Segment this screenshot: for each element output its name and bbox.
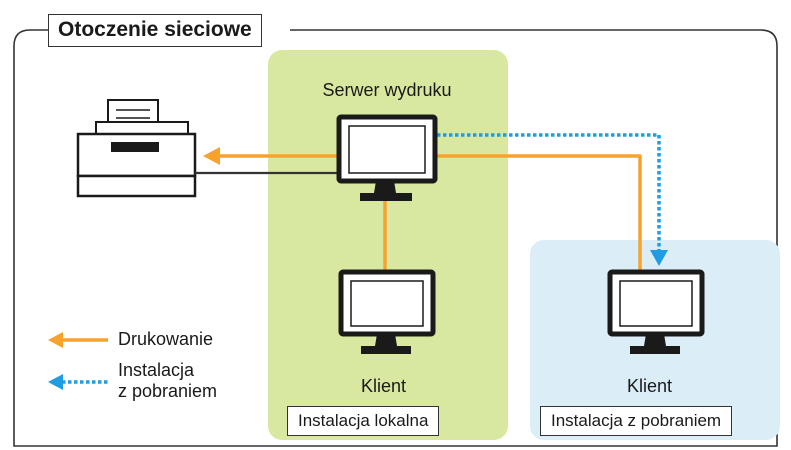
remote-client-label: Klient [627, 376, 673, 396]
remote-client-computer-icon [607, 269, 705, 354]
install-arrow-line [437, 133, 661, 250]
local-install-zone [268, 50, 508, 440]
legend-install-label-line1: Instalacja [118, 360, 195, 380]
legend-install-label-line2: z pobraniem [118, 381, 218, 401]
legend-printing-label: Drukowanie [118, 329, 214, 349]
local-client-computer-icon [338, 269, 436, 354]
legend-install-arrow [48, 374, 108, 390]
zone-remote-label: Instalacja z pobraniem [540, 406, 733, 436]
printer-icon [76, 99, 197, 198]
local-client-label: Klient [361, 376, 407, 396]
network-frame [13, 29, 778, 447]
legend-printing-arrow [48, 332, 108, 348]
server-computer-icon [336, 114, 438, 201]
diagram-title: Otoczenie sieciowe [48, 14, 262, 47]
server-label: Serwer wydruku [322, 80, 452, 100]
printing-arrow-head [203, 147, 220, 165]
install-arrow-head [650, 250, 668, 266]
zone-local-label: Instalacja lokalna [287, 406, 440, 436]
